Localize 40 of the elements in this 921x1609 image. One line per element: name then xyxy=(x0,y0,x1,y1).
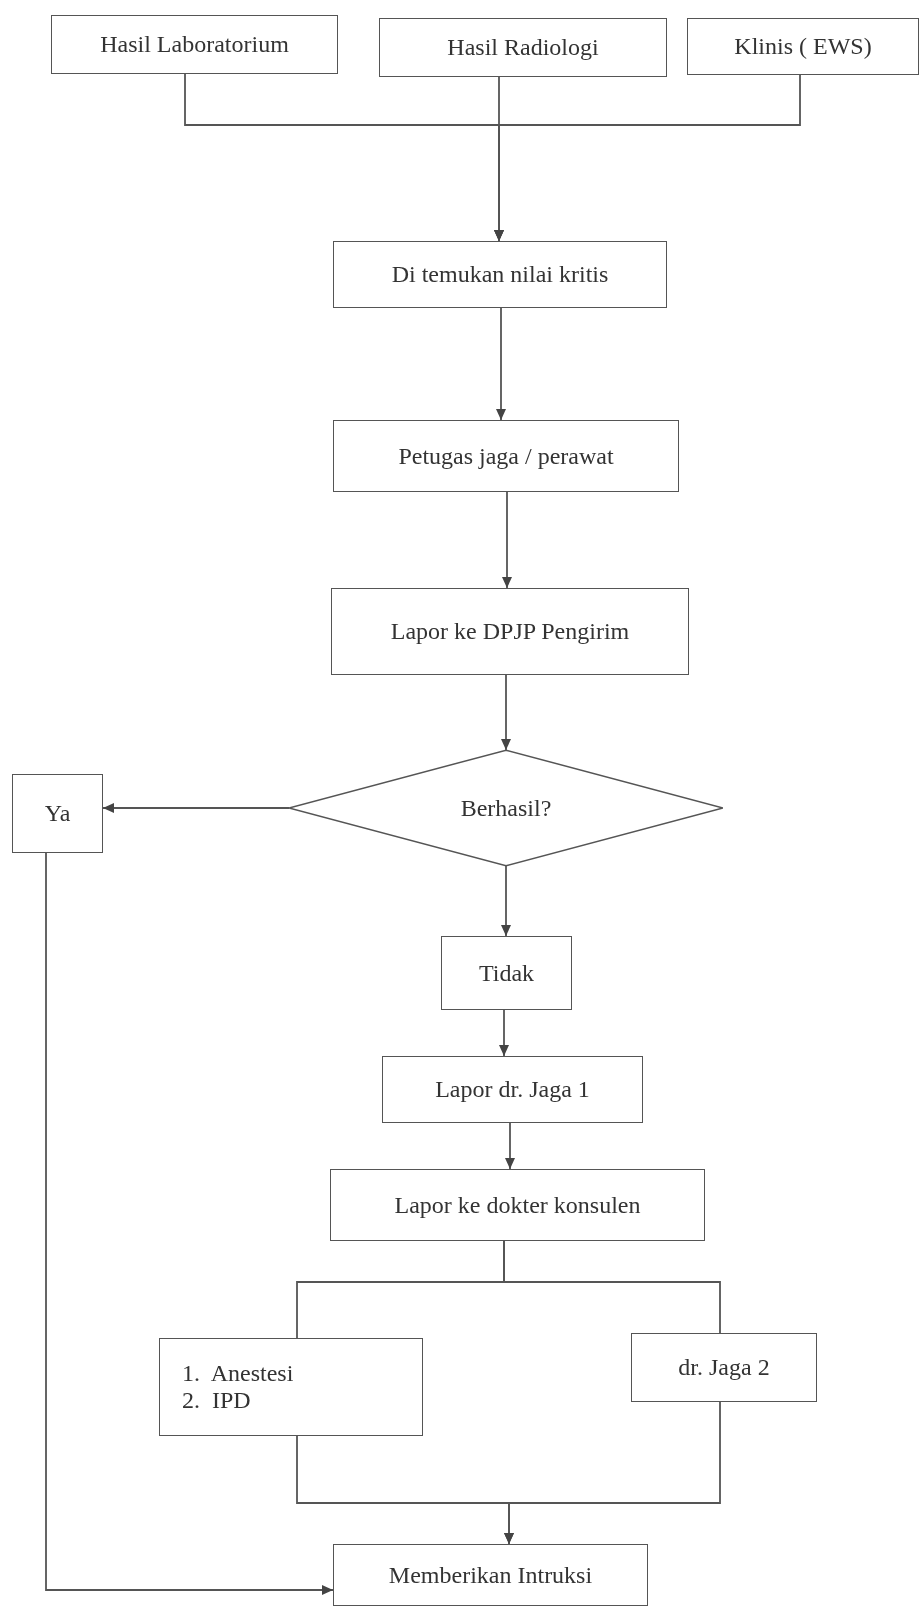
process-box xyxy=(51,15,338,74)
list-item: 1. Anestesi xyxy=(182,1360,294,1387)
node-label: Berhasil? xyxy=(460,794,552,822)
node-label: Lapor ke DPJP Pengirim xyxy=(390,618,630,645)
arrow xyxy=(505,1122,515,1170)
process-box xyxy=(159,1338,423,1436)
arrow xyxy=(496,307,506,421)
arrow xyxy=(504,1401,721,1545)
arrow xyxy=(45,852,334,1595)
node-label: Memberikan Intruksi xyxy=(388,1561,593,1589)
node-label: Ya xyxy=(44,800,71,827)
decision-diamond xyxy=(289,749,723,867)
process-box xyxy=(331,588,689,675)
node-label: dr. Jaga 2 xyxy=(678,1354,770,1381)
process-box xyxy=(333,241,667,308)
node-label: Klinis ( EWS) xyxy=(734,33,872,60)
process-box xyxy=(687,18,919,75)
arrow xyxy=(102,803,290,813)
arrow xyxy=(499,1009,509,1057)
node-label: Hasil Radiologi xyxy=(447,34,599,61)
node-label: Lapor dr. Jaga 1 xyxy=(435,1076,590,1103)
list-item: 2. IPD xyxy=(182,1387,251,1414)
process-box xyxy=(333,420,679,492)
arrow xyxy=(501,865,511,937)
process-box xyxy=(441,936,572,1010)
node-label: Tidak xyxy=(478,959,535,987)
arrow xyxy=(502,491,512,589)
arrow xyxy=(501,674,511,751)
node-label: Hasil Laboratorium xyxy=(100,31,289,58)
connector-line xyxy=(503,1240,721,1334)
process-box xyxy=(12,774,103,853)
node-label: Petugas jaga / perawat xyxy=(398,442,614,470)
node-label: Lapor ke dokter konsulen xyxy=(394,1191,641,1219)
process-box xyxy=(631,1333,817,1402)
node-label: Di temukan nilai kritis xyxy=(391,261,609,288)
process-box xyxy=(379,18,667,77)
process-box xyxy=(330,1169,705,1241)
process-box xyxy=(333,1544,648,1606)
arrow xyxy=(494,74,801,242)
process-box xyxy=(382,1056,643,1123)
